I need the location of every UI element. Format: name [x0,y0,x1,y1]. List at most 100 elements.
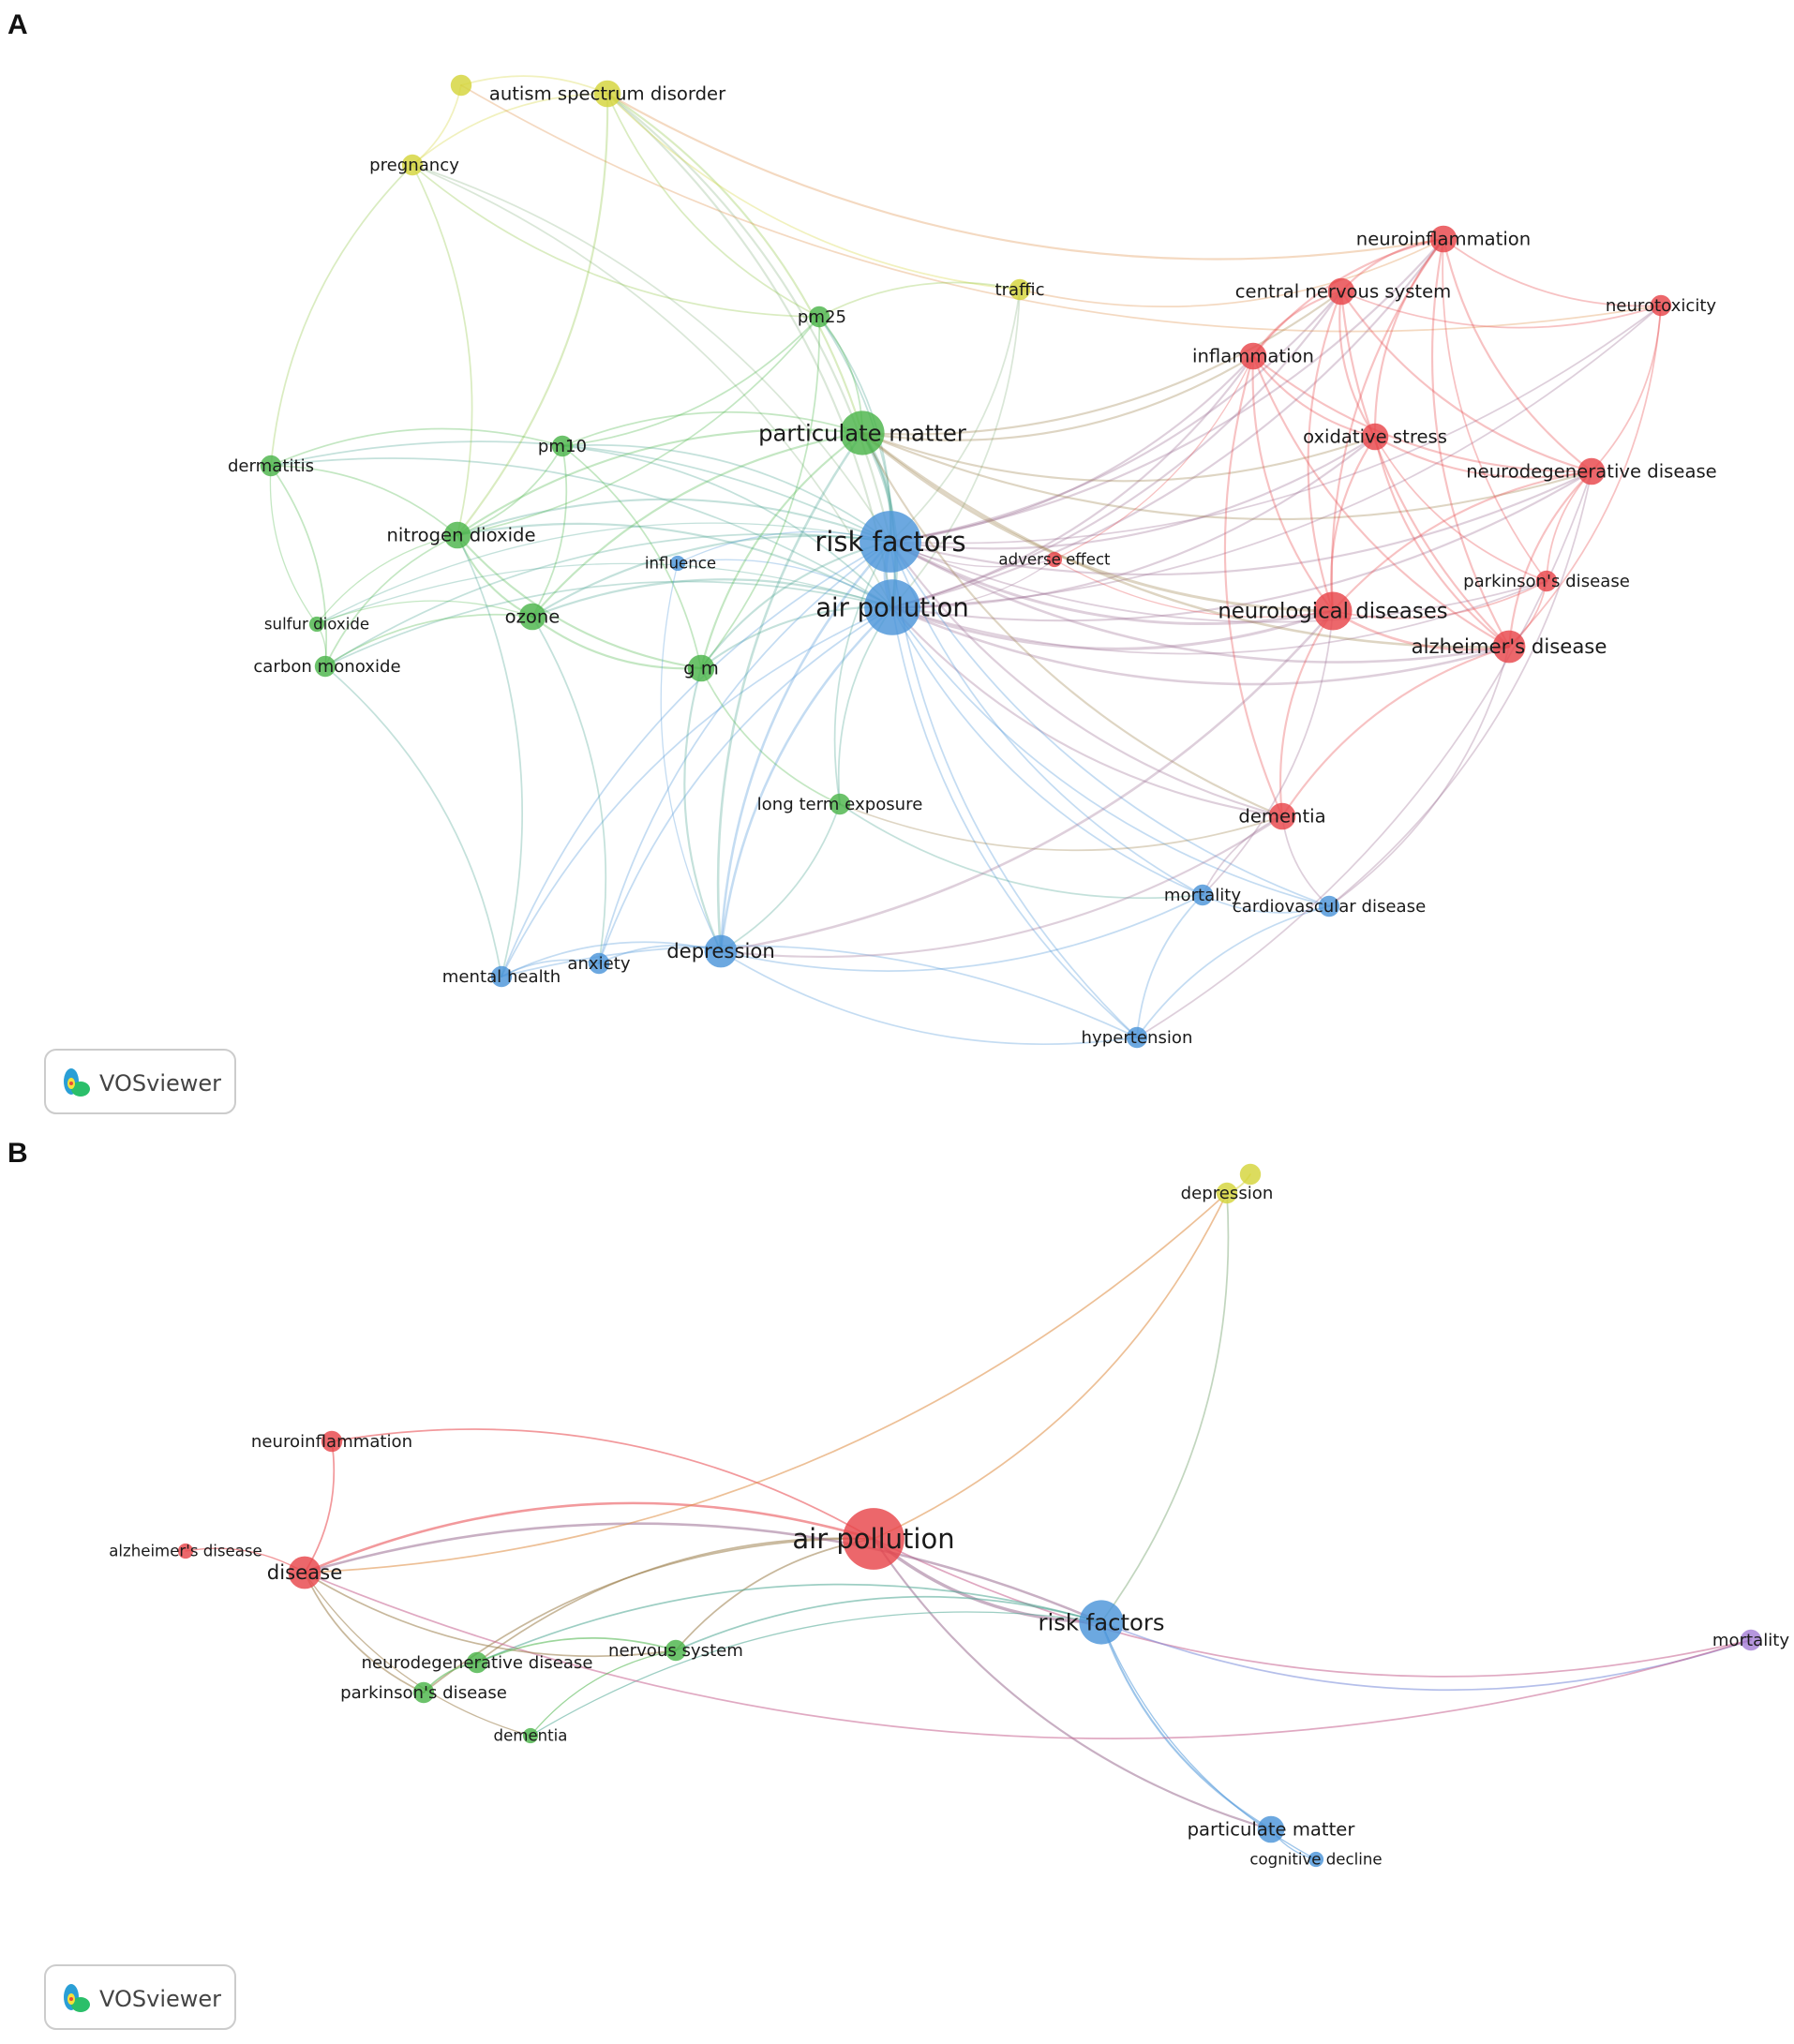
node-circle-ap[interactable] [843,1508,904,1570]
node-circle-rf[interactable] [860,511,921,573]
node-traffic[interactable]: traffic [994,278,1045,301]
node-circle-alzheimer[interactable] [177,1543,194,1559]
node-circle-cvd[interactable] [1318,895,1340,918]
node-circle-depression[interactable] [704,934,738,968]
node-label-alzheimer: alzheimer's disease [109,1543,262,1560]
node-circle-no2[interactable] [443,521,471,549]
node-circle-lte[interactable] [829,793,851,815]
node-neurodeg[interactable]: neurodegenerative disease [1466,457,1717,485]
node-hypertension[interactable]: hypertension [1082,1026,1193,1049]
node-circle-yellowdot[interactable] [450,74,472,97]
node-circle-adverse[interactable] [1046,551,1063,568]
node-pm[interactable]: particulate matter [758,410,966,455]
node-so2[interactable]: sulfur dioxide [264,616,369,634]
node-neurodis[interactable]: neurological diseases [1218,591,1448,631]
node-adverse[interactable]: adverse effect [998,551,1111,569]
node-depression[interactable]: depression [666,934,775,968]
node-neurotox[interactable]: neurotoxicity [1606,294,1717,317]
node-circle-hypertension[interactable] [1126,1026,1148,1049]
node-neuroinfl[interactable]: neuroinflammation [251,1430,412,1453]
node-ap[interactable]: air pollution [792,1508,955,1570]
node-circle-rf[interactable] [1079,1600,1124,1645]
node-pm10[interactable]: pm10 [538,435,587,457]
node-circle-neuroinfl[interactable] [1429,225,1458,253]
node-dementia[interactable]: dementia [494,1727,568,1745]
node-autism[interactable]: autism spectrum disorder [489,80,726,108]
node-circle-ozone[interactable] [518,603,546,631]
node-cvd[interactable]: cardiovascular disease [1233,895,1426,918]
node-circle-neuroinfl[interactable] [321,1430,343,1453]
node-yellowdot[interactable] [450,74,472,97]
node-mortality[interactable]: mortality [1164,884,1241,906]
node-circle-pregnancy[interactable] [401,154,424,176]
node-circle-yellowdot[interactable] [1239,1163,1262,1186]
node-parkinson[interactable]: parkinson's disease [1463,570,1630,592]
node-alzheimer[interactable]: alzheimer's disease [109,1543,262,1560]
node-circle-dermatitis[interactable] [260,455,282,477]
node-circle-mental[interactable] [490,965,513,988]
node-oxstress[interactable]: oxidative stress [1303,423,1447,451]
node-label-disease: disease [267,1560,342,1584]
node-co[interactable]: carbon monoxide [253,655,401,678]
node-rf[interactable]: risk factors [1038,1600,1165,1645]
node-circle-neurodeg[interactable] [1577,457,1606,485]
node-no2[interactable]: nitrogen dioxide [386,521,536,549]
node-anxiety[interactable]: anxiety [567,952,631,975]
node-neurodeg[interactable]: neurodegenerative disease [362,1651,593,1674]
node-circle-neurodeg[interactable] [466,1651,488,1674]
node-inflammation[interactable]: inflammation [1192,342,1314,370]
edge-co-dermatitis [270,465,328,667]
node-circle-depression[interactable] [1216,1182,1238,1204]
node-yellowdot[interactable] [1239,1163,1262,1186]
node-circle-cns[interactable] [1327,277,1355,306]
node-circle-pm[interactable] [1257,1815,1285,1843]
node-nervous[interactable]: nervous system [608,1639,743,1662]
node-circle-influence[interactable] [669,555,686,572]
node-disease[interactable]: disease [267,1556,342,1589]
node-circle-dementia[interactable] [1268,802,1296,830]
node-depression[interactable]: depression [1181,1182,1274,1204]
node-circle-inflammation[interactable] [1239,342,1267,370]
node-cogdec[interactable]: cognitive decline [1249,1851,1382,1869]
node-alzheimer[interactable]: alzheimer's disease [1412,630,1607,664]
node-dermatitis[interactable]: dermatitis [228,455,314,477]
node-ap[interactable]: air pollution [815,579,969,635]
node-circle-ap[interactable] [864,579,920,635]
vosviewer-logo-b: VOSviewer [44,1964,236,2030]
node-mortality[interactable]: mortality [1712,1629,1789,1651]
node-circle-mortality[interactable] [1191,884,1214,906]
node-circle-autism[interactable] [593,80,621,108]
node-circle-alzheimer[interactable] [1492,630,1526,664]
node-circle-pm25[interactable] [808,306,830,328]
node-circle-nervous[interactable] [665,1639,687,1662]
node-circle-co[interactable] [314,655,336,678]
node-mental[interactable]: mental health [442,965,561,988]
node-dementia[interactable]: dementia [1238,802,1326,830]
node-influence[interactable]: influence [645,555,716,573]
node-circle-so2[interactable] [308,616,325,633]
node-circle-parkinson[interactable] [412,1681,435,1704]
node-circle-traffic[interactable] [1009,278,1031,301]
node-rf[interactable]: risk factors [815,511,966,573]
node-circle-anxiety[interactable] [588,952,610,975]
node-gm[interactable]: g m [683,654,719,682]
node-pm25[interactable]: pm25 [798,306,846,328]
node-circle-cogdec[interactable] [1308,1851,1324,1868]
node-pregnancy[interactable]: pregnancy [369,154,459,176]
node-circle-neurodis[interactable] [1313,591,1353,631]
node-circle-pm[interactable] [840,410,885,455]
node-pm[interactable]: particulate matter [1188,1815,1356,1843]
node-circle-oxstress[interactable] [1361,423,1389,451]
node-lte[interactable]: long term exposure [757,793,923,815]
node-circle-disease[interactable] [288,1556,321,1589]
node-neuroinfl[interactable]: neuroinflammation [1356,225,1531,253]
node-cns[interactable]: central nervous system [1235,277,1451,306]
node-ozone[interactable]: ozone [505,603,561,631]
node-circle-parkinson[interactable] [1535,570,1558,592]
node-parkinson[interactable]: parkinson's disease [340,1681,507,1704]
node-circle-dementia[interactable] [522,1727,539,1744]
node-circle-mortality[interactable] [1740,1629,1762,1651]
node-circle-neurotox[interactable] [1650,294,1672,317]
node-circle-gm[interactable] [687,654,715,682]
node-circle-pm10[interactable] [551,435,574,457]
